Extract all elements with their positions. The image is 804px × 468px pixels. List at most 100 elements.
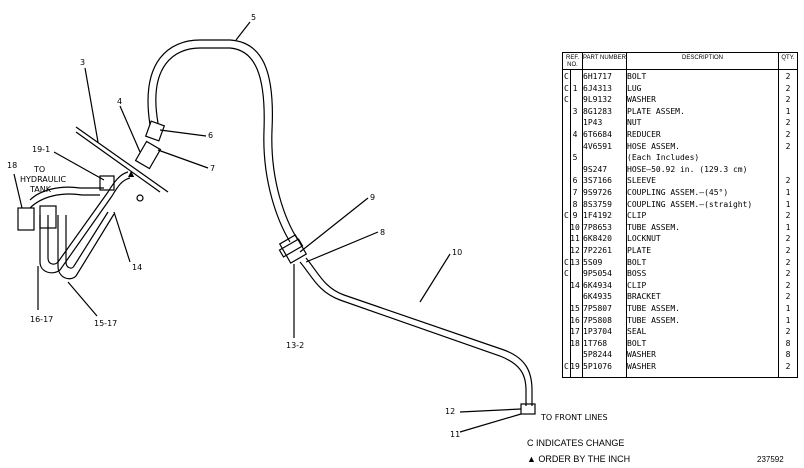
- part-number: 8G1283: [583, 106, 612, 116]
- description: HOSE ASSEM.: [627, 141, 680, 151]
- description: BOSS: [627, 269, 647, 279]
- ref-number: 18: [570, 338, 580, 348]
- quantity: 2: [785, 327, 791, 337]
- callout-4: 4: [117, 97, 122, 106]
- part-number: 6T6684: [583, 130, 612, 139]
- callout-13: 13-2: [286, 341, 304, 350]
- callout-8: 8: [380, 228, 385, 237]
- part-number: 7P8653: [583, 222, 612, 232]
- description: CLIP: [627, 280, 647, 290]
- quantity: 2: [785, 176, 791, 186]
- part-number: 9S247: [583, 164, 608, 174]
- quantity: 2: [785, 257, 791, 267]
- hose-assembly: [147, 39, 299, 241]
- description: TUBE ASSEM.: [627, 304, 680, 313]
- note-change: C INDICATES CHANGE: [527, 438, 625, 448]
- part-number: 5S09: [583, 257, 603, 267]
- note-order: ▲ ORDER BY THE INCH: [527, 454, 631, 464]
- quantity: 1: [785, 222, 791, 232]
- quantity: 2: [785, 83, 791, 93]
- callout-10: 10: [452, 248, 462, 257]
- part-number: 1T768: [583, 338, 608, 348]
- description: LOCKNUT: [627, 234, 661, 244]
- change-flag: C: [564, 269, 569, 279]
- tube-15: [39, 177, 131, 274]
- ref-number: 3: [572, 106, 578, 116]
- part-number: 6H1717: [583, 72, 612, 81]
- change-flag: C: [564, 362, 569, 371]
- part-number: 5P8244: [583, 350, 612, 360]
- callout-6: 6: [208, 131, 213, 140]
- part-number: 9S9726: [583, 188, 612, 197]
- drawing-number: 237592: [757, 455, 784, 464]
- plate-assembly: [75, 126, 169, 193]
- change-flag: C: [564, 72, 569, 81]
- front-fitting: [520, 403, 536, 415]
- change-flag: C: [564, 95, 569, 105]
- description: LUG: [627, 83, 642, 93]
- table-row: 9S247 HOSE—50.92 in. (129.3 cm): [563, 164, 797, 175]
- ref-number: 1: [572, 83, 578, 93]
- part-number: 7P2261: [583, 246, 612, 255]
- quantity: 2: [785, 141, 791, 151]
- quantity: 2: [785, 234, 791, 244]
- description: COUPLING ASSEM.—(45°): [627, 188, 729, 197]
- quantity: 2: [785, 130, 791, 139]
- part-number: 1P3704: [583, 327, 612, 337]
- ref-number: 9: [572, 211, 578, 221]
- callout-14: 14: [132, 263, 142, 272]
- ref-number: 16: [570, 315, 580, 325]
- clip-9: [278, 238, 304, 258]
- part-number: 1F4192: [583, 211, 612, 221]
- header-part-number: PART NUMBER: [583, 53, 627, 70]
- header-ref: REF. NO.: [563, 53, 583, 70]
- ref-number: 10: [570, 222, 580, 232]
- part-number: 7P5808: [583, 315, 612, 325]
- ref-number: 17: [570, 327, 580, 337]
- callout-9: 9: [370, 193, 375, 202]
- part-number: 9L9132: [583, 95, 612, 105]
- part-number: 5P1076: [583, 362, 612, 371]
- part-number: 9P5054: [583, 269, 612, 279]
- ref-number: 7: [572, 188, 578, 197]
- quantity: 2: [785, 118, 791, 128]
- description: SLEEVE: [627, 176, 656, 186]
- part-number: 6K4934: [583, 280, 612, 290]
- quantity: 2: [785, 95, 791, 105]
- part-number: 3S7166: [583, 176, 612, 186]
- coupling-straight: [278, 234, 308, 264]
- order-triangle-icon: ▲: [128, 169, 135, 178]
- ref-number: 11: [570, 234, 580, 244]
- description: TUBE ASSEM.: [627, 315, 680, 325]
- callout-12: 12: [445, 407, 455, 416]
- tube-assembly-inner: [305, 257, 533, 406]
- label-tank: TANK: [29, 185, 52, 194]
- ref-number: 14: [570, 280, 580, 290]
- part-number: 6K8420: [583, 234, 612, 244]
- description: WASHER: [627, 362, 656, 371]
- coupling-45: [134, 140, 162, 170]
- quantity: 8: [785, 350, 791, 360]
- change-flag: C: [564, 211, 569, 221]
- change-flag: C: [564, 257, 569, 267]
- description: BOLT: [627, 257, 647, 267]
- description: HOSE—50.92 in. (129.3 cm): [627, 164, 748, 174]
- ref-number: 13: [570, 257, 580, 267]
- description: COUPLING ASSEM.—(straight): [627, 199, 753, 209]
- tube-assembly: [299, 261, 527, 406]
- ref-number: 8: [572, 199, 578, 209]
- hose-assembly-inner: [155, 47, 291, 243]
